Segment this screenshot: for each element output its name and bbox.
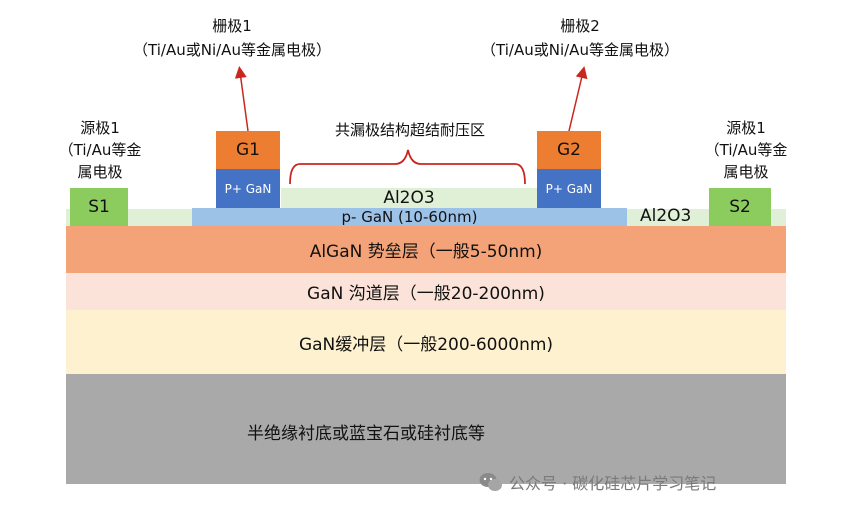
buffer-layer: GaN缓冲层（一般200-6000nm): [66, 310, 786, 374]
watermark-text: 公众号 · 碳化硅芯片学习笔记: [509, 474, 717, 493]
source1-electrode: S1: [70, 188, 128, 226]
gate2-subtitle: （Ti/Au或Ni/Au等金属电极）: [481, 41, 679, 59]
pplus-gan-right-label: P+ GaN: [545, 181, 593, 196]
s2-label: S2: [729, 197, 751, 217]
g2-label: G2: [557, 140, 581, 160]
source2-line3: 属电极: [723, 163, 769, 181]
pplus-gan-left-label: P+ GaN: [224, 181, 272, 196]
substrate-layer: 半绝缘衬底或蓝宝石或硅衬底等: [66, 374, 786, 484]
pgan-label: p- GaN (10-60nm): [341, 208, 478, 226]
gate1-electrode: G1: [216, 131, 280, 169]
barrier-label: AlGaN 势垒层（一般5-50nm): [309, 242, 543, 262]
al2o3-center-label: Al2O3: [383, 188, 435, 208]
gate1-title: 栅极1: [212, 17, 252, 35]
source2-line1: 源极1: [726, 119, 766, 137]
gate1-arrow: [234, 66, 249, 132]
pgan-layer: p- GaN (10-60nm): [192, 208, 627, 226]
g1-label: G1: [236, 140, 260, 160]
wechat-icon: [479, 473, 502, 491]
source1-line1: 源极1: [80, 119, 120, 137]
gate2-arrow: [568, 66, 588, 132]
channel-label: GaN 沟道层（一般20-200nm): [307, 284, 545, 304]
watermark: 公众号 · 碳化硅芯片学习笔记: [479, 470, 716, 494]
buffer-label: GaN缓冲层（一般200-6000nm): [298, 334, 554, 355]
gate2-title: 栅极2: [560, 17, 600, 35]
channel-layer: GaN 沟道层（一般20-200nm): [66, 273, 786, 310]
curly-brace: [289, 149, 526, 185]
source1-line3: 属电极: [77, 163, 123, 181]
brace-label: 共漏极结构超结耐压区: [334, 121, 485, 139]
s1-label: S1: [88, 197, 110, 217]
pplus-gan-right: P+ GaN: [537, 169, 601, 208]
al2o3-right-label: Al2O3: [640, 206, 692, 226]
pplus-gan-left: P+ GaN: [216, 169, 280, 208]
source2-electrode: S2: [709, 188, 771, 226]
gate2-electrode: G2: [537, 131, 601, 169]
source2-line2: （Ti/Au等金: [704, 141, 788, 159]
al2o3-center-block: Al2O3: [281, 188, 537, 208]
barrier-layer: AlGaN 势垒层（一般5-50nm): [66, 226, 786, 273]
source1-line2: （Ti/Au等金: [58, 141, 142, 159]
substrate-label: 半绝缘衬底或蓝宝石或硅衬底等: [247, 423, 485, 444]
gate1-subtitle: （Ti/Au或Ni/Au等金属电极）: [133, 41, 331, 59]
